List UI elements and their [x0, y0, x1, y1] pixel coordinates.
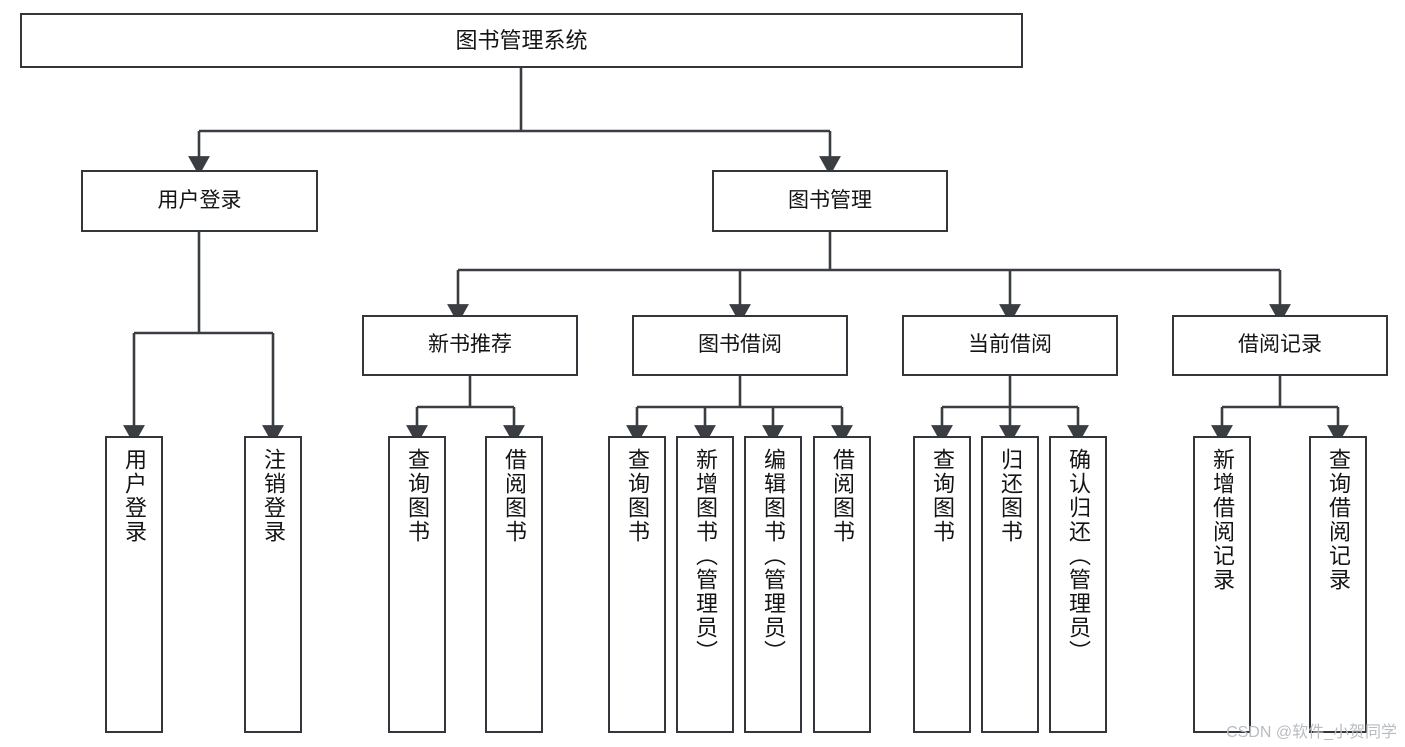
leaf-query-book-1[interactable]: 查询图书: [388, 436, 446, 733]
node-borrow-record[interactable]: 借阅记录: [1172, 315, 1388, 376]
node-current-borrow[interactable]: 当前借阅: [902, 315, 1118, 376]
leaf-logout-login[interactable]: 注销登录: [244, 436, 302, 733]
node-label: 图书管理系统: [455, 27, 588, 53]
node-label: 借阅图书: [830, 448, 855, 544]
node-label: 新书推荐: [428, 333, 512, 357]
node-root-book-management-system[interactable]: 图书管理系统: [20, 13, 1023, 68]
leaf-borrow-book-2[interactable]: 借阅图书: [813, 436, 871, 733]
node-label: 确认归还（管理员）: [1066, 448, 1091, 664]
node-user-login[interactable]: 用户登录: [81, 170, 318, 232]
node-label: 用户登录: [157, 188, 242, 212]
leaf-query-book-2[interactable]: 查询图书: [608, 436, 666, 733]
leaf-confirm-return[interactable]: 确认归还（管理员）: [1049, 436, 1107, 733]
node-label: 归还图书: [998, 448, 1023, 544]
leaf-borrow-book-1[interactable]: 借阅图书: [485, 436, 543, 733]
node-label: 编辑图书（管理员）: [761, 448, 786, 664]
leaf-edit-book[interactable]: 编辑图书（管理员）: [744, 436, 802, 733]
leaf-return-book[interactable]: 归还图书: [981, 436, 1039, 733]
node-label: 借阅图书: [502, 448, 527, 544]
node-label: 当前借阅: [968, 333, 1052, 357]
leaf-add-record[interactable]: 新增借阅记录: [1193, 436, 1251, 733]
csdn-watermark: CSDN @软件_小贺同学: [1226, 724, 1397, 741]
node-label: 借阅记录: [1238, 333, 1322, 357]
node-book-manage[interactable]: 图书管理: [712, 170, 948, 232]
node-label: 查询图书: [930, 448, 955, 544]
node-label: 注销登录: [261, 448, 286, 544]
node-book-borrow[interactable]: 图书借阅: [632, 315, 848, 376]
node-label: 图书管理: [788, 188, 872, 212]
node-label: 查询图书: [405, 448, 430, 544]
leaf-query-book-3[interactable]: 查询图书: [913, 436, 971, 733]
leaf-add-book[interactable]: 新增图书（管理员）: [676, 436, 734, 733]
node-label: 用户登录: [122, 448, 147, 544]
node-label: 查询图书: [625, 448, 650, 544]
node-label: 图书借阅: [698, 333, 782, 357]
node-label: 查询借阅记录: [1326, 448, 1351, 592]
leaf-user-login[interactable]: 用户登录: [105, 436, 163, 733]
node-label: 新增图书（管理员）: [693, 448, 718, 664]
node-label: 新增借阅记录: [1210, 448, 1235, 592]
leaf-query-record[interactable]: 查询借阅记录: [1309, 436, 1367, 733]
node-new-book-recommend[interactable]: 新书推荐: [362, 315, 578, 376]
